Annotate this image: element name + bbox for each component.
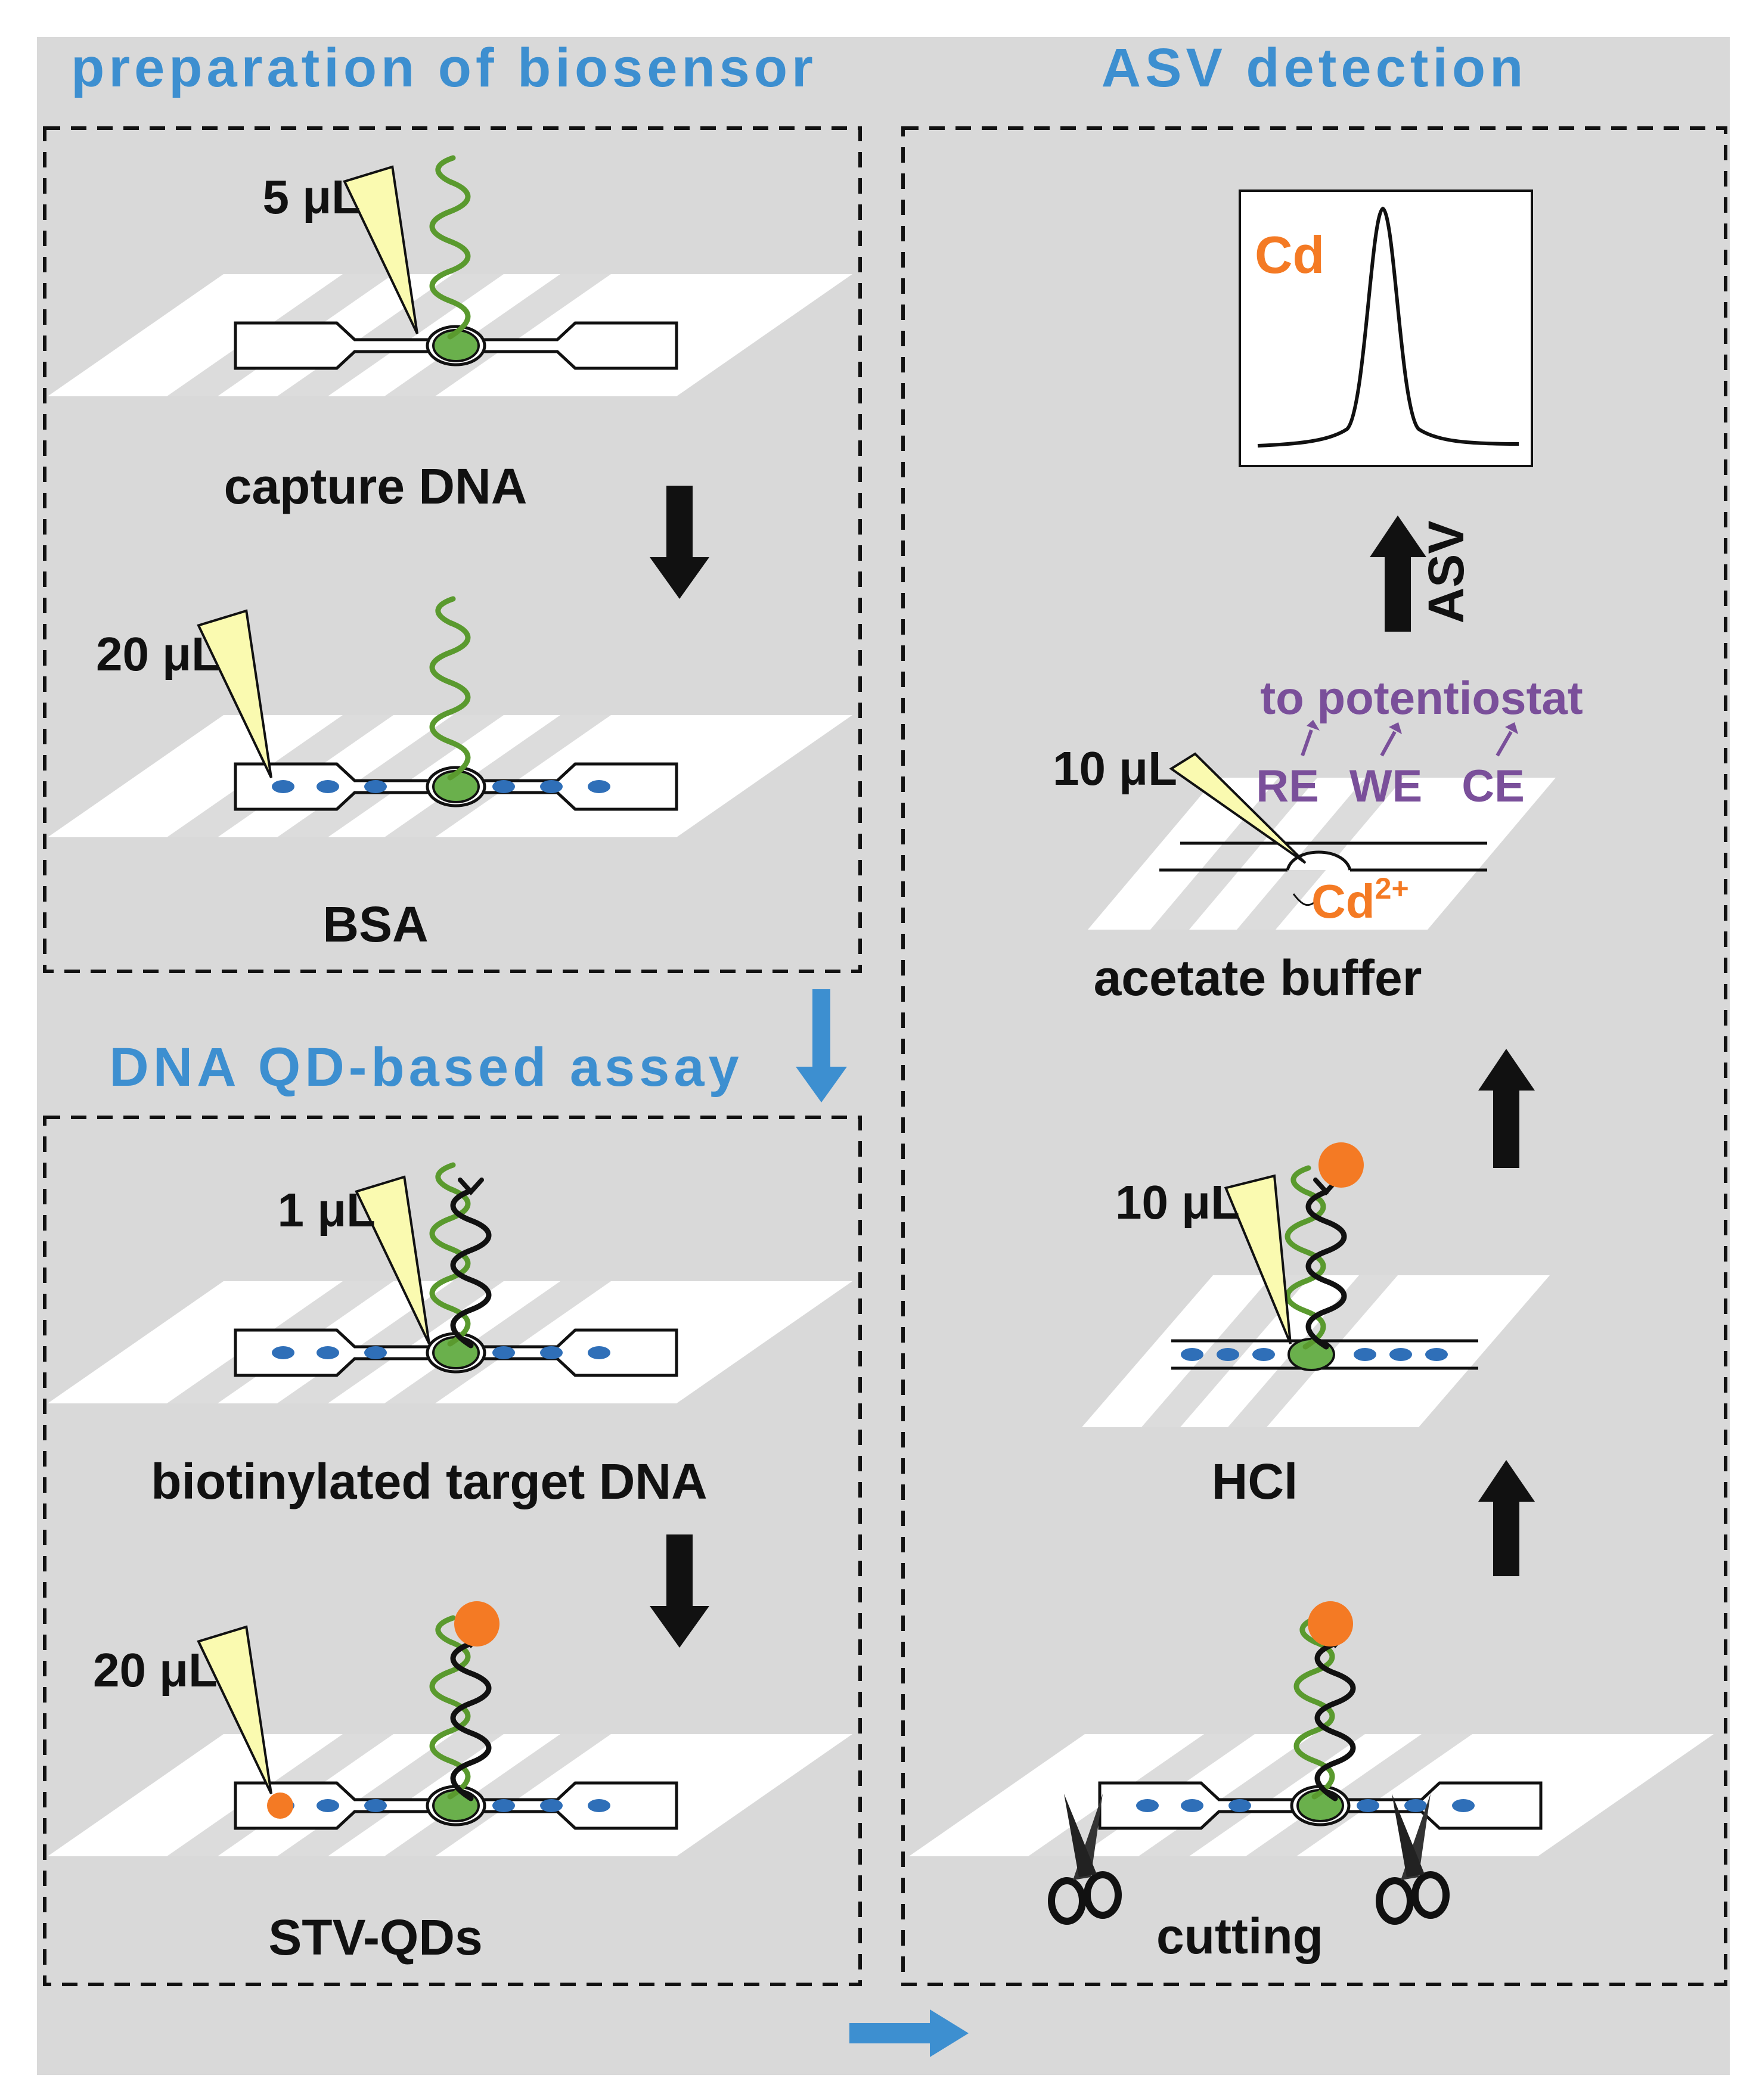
bsa-label: BSA (322, 896, 428, 952)
blue-arrow-right (849, 2009, 969, 2057)
capture-volume: 5 μL (262, 170, 361, 223)
acetate-label: acetate buffer (1094, 950, 1422, 1006)
voltammogram-peak (1257, 206, 1519, 448)
asv-arrow-label: ASV (1418, 521, 1474, 624)
heading-assay: DNA QD-based assay (109, 1037, 743, 1098)
blue-arrow-down (796, 989, 847, 1102)
step-acetate-buffer (1088, 752, 1556, 930)
heading-asv-detection: ASV detection (1102, 38, 1528, 98)
peak-label-cd: Cd (1255, 225, 1324, 284)
step-hcl (1082, 1142, 1550, 1427)
black-arrow-up-1 (1478, 1460, 1535, 1576)
hcl-volume: 10 μL (1115, 1176, 1240, 1229)
capture-label: capture DNA (224, 458, 528, 514)
to-potentiostat-label: to potentiostat (1260, 672, 1583, 724)
cd-ion-label: Cd2+ (1311, 872, 1409, 928)
acetate-volume: 10 μL (1053, 742, 1177, 795)
target-volume: 1 μL (277, 1183, 376, 1237)
target-label: biotinylated target DNA (151, 1453, 707, 1509)
electrode-we: WE (1349, 761, 1422, 812)
black-arrow-up-asv (1370, 515, 1426, 632)
electrode-re: RE (1256, 761, 1319, 812)
black-arrow-down-1 (650, 486, 709, 599)
panel-preparation (43, 126, 862, 973)
panel-assay (43, 1116, 862, 1986)
stv-label: STV-QDs (268, 1909, 482, 1965)
heading-preparation: preparation of biosensor (71, 38, 817, 98)
stv-volume: 20 μL (93, 1644, 218, 1697)
black-arrow-down-2 (650, 1534, 709, 1648)
cutting-label: cutting (1156, 1908, 1323, 1964)
voltammogram-box (1239, 190, 1533, 467)
hcl-label: HCl (1212, 1453, 1298, 1509)
step-stv-qds (48, 1601, 852, 1856)
electrode-ce: CE (1462, 761, 1525, 812)
black-arrow-up-2 (1478, 1049, 1535, 1168)
potentiostat-arrows (1301, 720, 1518, 757)
step-cutting (909, 1601, 1714, 1856)
bsa-volume: 20 μL (96, 627, 221, 681)
